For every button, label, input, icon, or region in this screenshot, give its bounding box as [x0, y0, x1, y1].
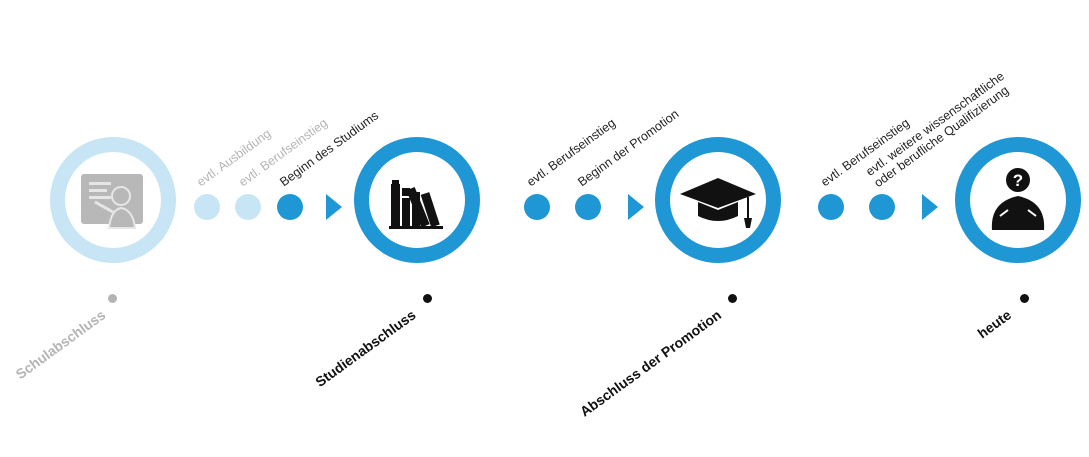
step-dot-berufseinstieg-1: [235, 194, 261, 220]
step-dot-berufseinstieg-3: [818, 194, 844, 220]
milestone-marker-studienabschluss: [423, 294, 432, 303]
milestone-ring-promotion: [655, 137, 781, 263]
teacher-at-board-icon: [81, 174, 143, 229]
milestone-ring-studienabschluss: [354, 137, 480, 263]
step-dot-berufseinstieg-2: [524, 194, 550, 220]
milestone-marker-promotion: [728, 294, 737, 303]
arrow-icon: [628, 194, 644, 220]
step-dot-qualifizierung: [869, 194, 895, 220]
milestone-marker-schulabschluss: [108, 294, 117, 303]
milestone-label-promotion: Abschluss der Promotion: [576, 306, 724, 420]
milestone-ring-schulabschluss: [50, 137, 176, 263]
step-dot-ausbildung: [194, 194, 220, 220]
graduation-cap-icon: [680, 178, 756, 228]
milestone-label-studienabschluss: Studienabschluss: [312, 306, 419, 390]
milestone-ring-heute: ?: [955, 137, 1081, 263]
person-question-icon: ?: [991, 168, 1045, 230]
books-icon: [389, 180, 443, 229]
svg-text:?: ?: [1013, 171, 1023, 190]
milestone-label-heute: heute: [974, 306, 1014, 342]
arrow-icon: [922, 194, 938, 220]
milestone-marker-heute: [1020, 294, 1029, 303]
step-dot-beginn-promotion: [575, 194, 601, 220]
milestone-label-schulabschluss: Schulabschluss: [13, 306, 109, 383]
arrow-icon: [326, 194, 342, 220]
step-label-berufseinstieg-2: evtl. Berufseinstieg: [524, 115, 618, 190]
step-dot-beginn-studium: [277, 194, 303, 220]
